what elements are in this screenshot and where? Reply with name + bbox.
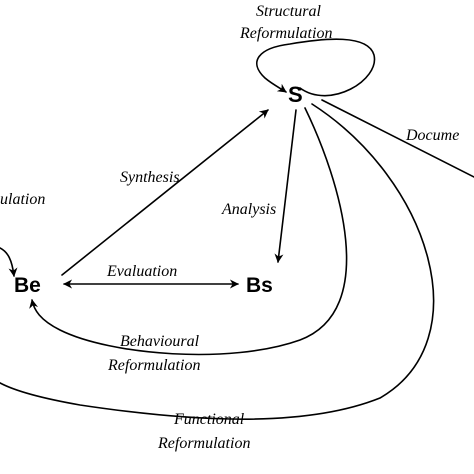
node-s: S: [288, 82, 303, 107]
synthesis-edge: [61, 109, 269, 276]
structural-label-line2: Reformulation: [239, 25, 332, 42]
analysis-label: Analysis: [221, 201, 276, 218]
behavioural-reformulation-edge: [29, 107, 348, 356]
evaluation-label: Evaluation: [106, 263, 177, 280]
documentation-edge: [321, 99, 474, 178]
synthesis-label: Synthesis: [120, 169, 180, 186]
formulation-edge: [0, 247, 18, 277]
functional-label-line1: Functional: [173, 411, 245, 428]
structural-reformulation-edge: [256, 38, 376, 97]
functional-label-line2: Reformulation: [157, 435, 250, 452]
node-be: Be: [14, 274, 41, 297]
documentation-label-partial: Docume: [405, 127, 459, 144]
behavioural-label-line1: Behavioural: [120, 333, 200, 350]
formulation-label-partial: ulation: [0, 191, 45, 208]
behavioural-label-line2: Reformulation: [107, 357, 200, 374]
functional-reformulation-edge: [0, 103, 435, 420]
structural-label-line1: Structural: [256, 3, 321, 20]
analysis-edge: [274, 109, 297, 263]
node-bs: Bs: [246, 274, 273, 297]
